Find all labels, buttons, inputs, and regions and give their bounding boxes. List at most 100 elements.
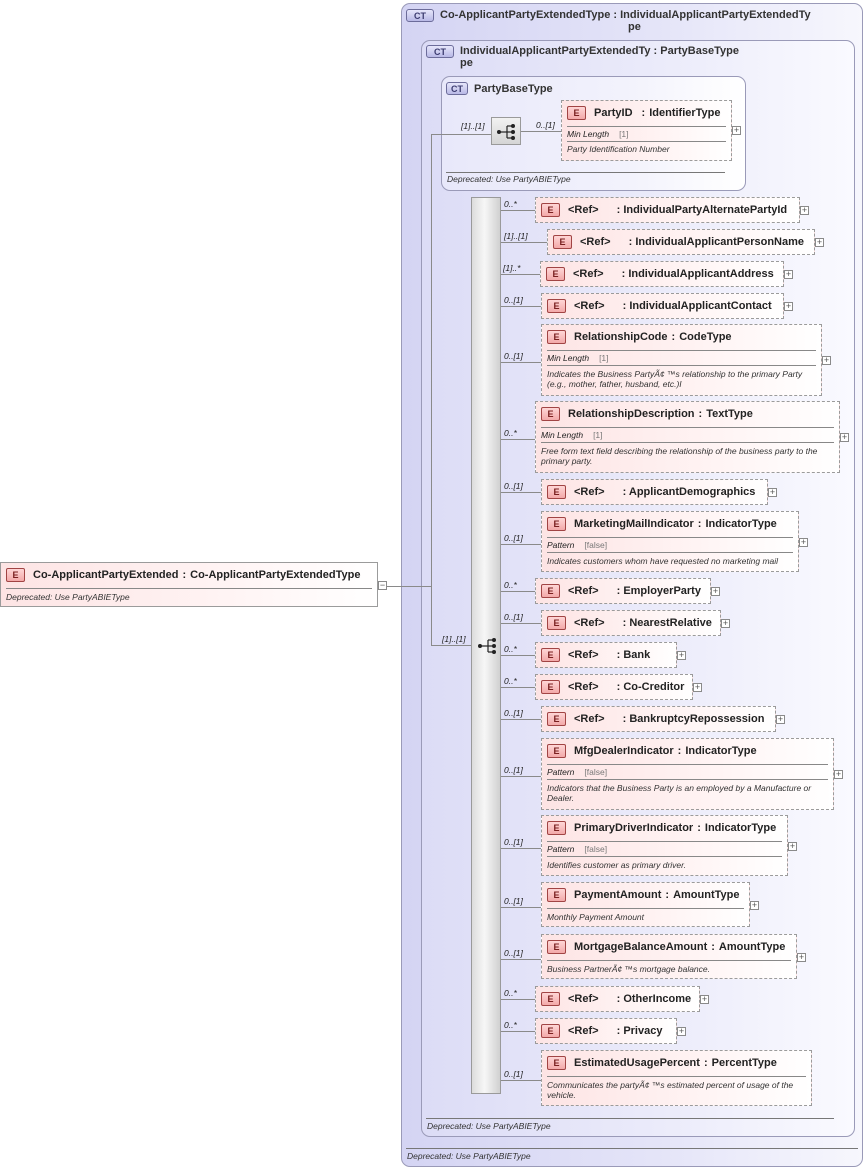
ref-label: <Ref> bbox=[574, 300, 605, 312]
element-name: MfgDealerIndicator:IndicatorType bbox=[574, 744, 757, 758]
connector-line bbox=[431, 645, 471, 646]
element-icon: E bbox=[541, 407, 560, 421]
element-label: PrimaryDriverIndicator bbox=[574, 822, 694, 834]
expand-toggle[interactable]: + bbox=[815, 237, 824, 247]
expand-toggle[interactable]: + bbox=[768, 487, 777, 497]
root-element-divider bbox=[6, 588, 372, 589]
element-icon: E bbox=[541, 648, 560, 662]
element-name: MortgageBalanceAmount:AmountType bbox=[574, 940, 785, 954]
facet-value: [false] bbox=[584, 844, 608, 854]
connector-line bbox=[501, 623, 541, 624]
expand-toggle[interactable]: + bbox=[700, 994, 709, 1004]
root-element[interactable]: E Co-ApplicantPartyExtended:Co-Applicant… bbox=[0, 562, 378, 607]
inner-type-title: IndividualApplicantPartyExtendedTy : Par… bbox=[460, 45, 739, 69]
child-cardinality: 0..* bbox=[504, 644, 517, 654]
expand-toggle[interactable]: + bbox=[677, 1026, 686, 1036]
connector-line bbox=[501, 719, 541, 720]
element-label: RelationshipDescription bbox=[568, 408, 695, 420]
expand-toggle[interactable]: + bbox=[711, 586, 720, 596]
connector-line bbox=[501, 544, 541, 545]
child-cardinality: 0..[1] bbox=[504, 896, 523, 906]
element-name: <Ref>: IndividualApplicantContact bbox=[574, 299, 772, 313]
element-facet: Min Length[1] bbox=[547, 353, 609, 363]
expand-toggle[interactable]: + bbox=[822, 355, 831, 365]
element-icon: E bbox=[547, 1056, 566, 1070]
element-doc: Identifies customer as primary driver. bbox=[547, 860, 687, 870]
element-bank[interactable]: E <Ref>: Bank bbox=[535, 642, 677, 668]
base-type-footer: Deprecated: Use PartyABIEType bbox=[447, 174, 571, 184]
sequence-icon bbox=[478, 638, 496, 654]
expand-toggle[interactable]: + bbox=[784, 301, 793, 311]
expand-toggle[interactable]: + bbox=[677, 650, 686, 660]
outer-type-title-line1: Co-ApplicantPartyExtendedType : Individu… bbox=[440, 9, 811, 21]
outer-type-footer: Deprecated: Use PartyABIEType bbox=[407, 1151, 531, 1161]
sequence-compositor[interactable] bbox=[491, 117, 521, 145]
element-nearest-relative[interactable]: E<Ref>: NearestRelative bbox=[541, 610, 721, 636]
party-id-element[interactable]: E PartyID:IdentifierType Min Length[1] P… bbox=[561, 100, 732, 161]
expand-toggle[interactable]: + bbox=[834, 769, 843, 779]
expand-toggle[interactable]: + bbox=[800, 205, 809, 215]
connector-line bbox=[501, 492, 541, 493]
element-bankruptcy-repossession[interactable]: E<Ref>: BankruptcyRepossession bbox=[541, 706, 776, 732]
separator: : bbox=[616, 1025, 624, 1037]
party-id-label: PartyID bbox=[594, 107, 633, 119]
collapse-toggle[interactable]: − bbox=[378, 580, 387, 590]
facet-value: [1] bbox=[599, 353, 609, 363]
element-privacy[interactable]: E<Ref>: Privacy bbox=[535, 1018, 677, 1044]
separator: : bbox=[628, 236, 636, 248]
child-cardinality: [1]..[1] bbox=[504, 231, 528, 241]
separator: : bbox=[677, 745, 682, 757]
connector-line bbox=[501, 687, 535, 688]
expand-toggle[interactable]: + bbox=[750, 900, 759, 910]
element-name: <Ref>: Bank bbox=[568, 648, 650, 662]
element-individual-party-alternate-party-id[interactable]: E<Ref>: IndividualPartyAlternatePartyId bbox=[535, 197, 800, 223]
element-co-creditor[interactable]: E<Ref>: Co-Creditor bbox=[535, 674, 693, 700]
expand-toggle[interactable]: + bbox=[776, 714, 785, 724]
child-cardinality: 0..[1] bbox=[504, 481, 523, 491]
expand-toggle[interactable]: + bbox=[732, 125, 741, 135]
facet-name: Pattern bbox=[547, 767, 575, 777]
expand-toggle[interactable]: + bbox=[788, 841, 797, 851]
expand-toggle[interactable]: + bbox=[797, 952, 806, 962]
outer-type-title: Co-ApplicantPartyExtendedType : Individu… bbox=[440, 9, 811, 33]
child-cardinality: 0..[1] bbox=[504, 948, 523, 958]
element-icon: E bbox=[547, 821, 566, 835]
expand-toggle[interactable]: + bbox=[693, 682, 702, 692]
child-cardinality: 0..[1] bbox=[504, 351, 523, 361]
connector-line bbox=[501, 1080, 541, 1081]
connector-line bbox=[521, 131, 561, 132]
element-name: <Ref>: Privacy bbox=[568, 1024, 662, 1038]
element-applicant-demographics[interactable]: E<Ref>: ApplicantDemographics bbox=[541, 479, 768, 505]
element-label: Bank bbox=[623, 649, 651, 661]
party-id-divider bbox=[567, 126, 726, 127]
element-employer-party[interactable]: E<Ref>: EmployerParty bbox=[535, 578, 711, 604]
element-divider bbox=[547, 537, 793, 538]
element-label: IndividualApplicantContact bbox=[629, 300, 772, 312]
expand-toggle[interactable]: + bbox=[721, 618, 730, 628]
element-other-income[interactable]: E<Ref>: OtherIncome bbox=[535, 986, 700, 1012]
element-doc: Monthly Payment Amount bbox=[547, 912, 645, 922]
element-name: <Ref>: EmployerParty bbox=[568, 584, 701, 598]
separator: : bbox=[711, 941, 715, 953]
inner-type-divider bbox=[426, 1118, 834, 1119]
expand-toggle[interactable]: + bbox=[784, 269, 793, 279]
expand-toggle[interactable]: + bbox=[799, 537, 808, 547]
element-individual-applicant-contact[interactable]: E<Ref>: IndividualApplicantContact bbox=[541, 293, 784, 319]
ref-label: <Ref> bbox=[573, 268, 604, 280]
connector-line bbox=[501, 439, 535, 440]
expand-toggle[interactable]: + bbox=[840, 432, 849, 442]
element-individual-applicant-person-name[interactable]: E<Ref>: IndividualApplicantPersonName bbox=[547, 229, 815, 255]
element-name: <Ref>: IndividualPartyAlternatePartyId bbox=[568, 203, 787, 217]
ref-label: <Ref> bbox=[568, 681, 599, 693]
element-label: EmployerParty bbox=[623, 585, 701, 597]
element-individual-applicant-address[interactable]: E<Ref>: IndividualApplicantAddress bbox=[540, 261, 784, 287]
main-sequence-compositor[interactable] bbox=[471, 197, 501, 1094]
